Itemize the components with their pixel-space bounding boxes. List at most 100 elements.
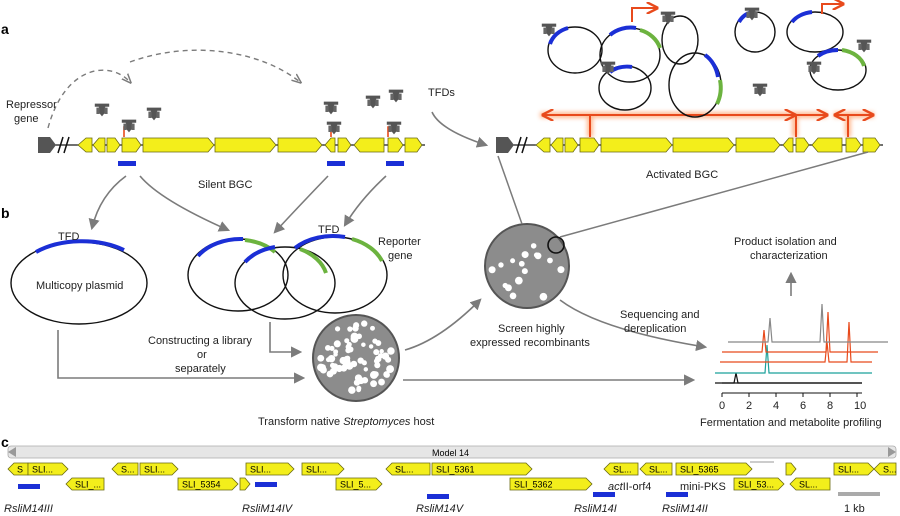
gene-label: SLI_5365 xyxy=(680,465,719,475)
gene-arrow xyxy=(65,477,105,491)
gene-label: SL... xyxy=(649,465,668,475)
colony xyxy=(539,292,548,301)
colony xyxy=(521,251,529,259)
colony xyxy=(324,344,331,351)
product-label-1: Product isolation and xyxy=(734,236,837,248)
arrow-to-library xyxy=(343,175,387,227)
colony xyxy=(327,354,336,363)
gene-label: SLI_5362 xyxy=(514,480,553,490)
gene-arrow xyxy=(111,462,139,476)
colony xyxy=(346,341,352,347)
transform-label: Transform native Streptomyces host xyxy=(258,416,434,428)
repressor-gene-arrow xyxy=(38,137,56,153)
repressor-icon xyxy=(94,103,110,117)
zoom-line xyxy=(497,155,523,225)
silent-bgc-label: Silent BGC xyxy=(198,179,252,191)
fermentation-label: Fermentation and metabolite profiling xyxy=(700,417,882,429)
colony xyxy=(361,360,367,366)
colony xyxy=(342,357,351,366)
colony xyxy=(340,364,348,372)
library-arrow xyxy=(269,322,303,358)
model-label: Model 14 xyxy=(432,448,469,458)
gene-label: SLI... xyxy=(32,465,53,475)
gene-arrow xyxy=(733,477,785,491)
plasmid-to-host-arrow xyxy=(57,330,306,384)
gene-arrow xyxy=(785,462,797,476)
reporter-gene-label-1: Reporter xyxy=(378,236,421,248)
tfd-label-right: TFD xyxy=(318,224,339,236)
gene-arrow xyxy=(139,462,179,476)
library-label-1: Constructing a library xyxy=(148,335,252,347)
tfd-bars-c xyxy=(18,482,880,499)
colony xyxy=(334,326,341,332)
gene-label: SLI_5361 xyxy=(436,465,475,475)
gene-label: S xyxy=(17,465,23,475)
dashed-arrow xyxy=(47,69,130,129)
gene-arrow xyxy=(833,462,875,476)
gene-arrow xyxy=(27,462,69,476)
scale-bar xyxy=(838,492,880,496)
tfd-bar xyxy=(327,161,345,166)
colony xyxy=(386,365,395,374)
panel-label-a: a xyxy=(1,21,9,37)
colony xyxy=(521,268,528,275)
tfd-bar xyxy=(386,161,404,166)
colony xyxy=(518,260,525,267)
colony xyxy=(379,349,384,354)
gene-label: S... xyxy=(883,465,897,475)
silent-bgc-track xyxy=(38,89,425,166)
colony xyxy=(509,292,517,300)
colony xyxy=(373,349,380,356)
gene-arrow xyxy=(873,462,897,476)
gene-label: SLI... xyxy=(306,465,327,475)
to-screen-arrow xyxy=(404,298,482,351)
colony xyxy=(356,387,362,393)
transform-plate xyxy=(312,314,400,402)
repressor-icon xyxy=(323,101,339,115)
colony xyxy=(347,326,353,332)
gene-arrow xyxy=(335,477,383,491)
axis-tick-label: 2 xyxy=(746,400,752,412)
actII-label: actII-orf4 xyxy=(608,481,651,493)
colony xyxy=(345,347,352,354)
colony xyxy=(348,386,356,394)
repressor-icon xyxy=(146,107,162,121)
repressor-icon xyxy=(388,89,404,103)
zoom-line xyxy=(559,151,869,238)
colony xyxy=(374,355,382,363)
colony xyxy=(333,340,341,348)
screen-label-2: expressed recombinants xyxy=(470,337,590,349)
tfd-label-c3: RsliM14V xyxy=(416,503,465,515)
sequencing-label-1: Sequencing and xyxy=(620,309,700,321)
gene-label: SLI_53... xyxy=(738,480,774,490)
colony xyxy=(374,362,381,369)
axis-tick-label: 6 xyxy=(800,400,806,412)
colony xyxy=(557,266,565,274)
reporter-plasmids xyxy=(187,233,388,320)
tfds-arrow xyxy=(431,111,489,148)
colony xyxy=(354,374,363,382)
gene-label: SLI_5354 xyxy=(182,480,221,490)
gene-label: SLI... xyxy=(838,465,859,475)
colony xyxy=(344,338,350,344)
activated-bgc-track xyxy=(496,115,883,154)
colony xyxy=(498,262,504,268)
gene-label: SLI... xyxy=(250,465,271,475)
colony xyxy=(488,266,496,274)
gene-arrow xyxy=(639,462,673,476)
gene-arrow xyxy=(431,462,533,476)
sequencing-label-2: dereplication xyxy=(624,323,686,335)
library-label-3: separately xyxy=(175,363,226,375)
colony xyxy=(333,352,338,357)
library-label-2: or xyxy=(197,349,207,361)
colony xyxy=(361,320,368,327)
axis-tick-label: 4 xyxy=(773,400,779,412)
panel-label-b: b xyxy=(1,205,10,221)
colony xyxy=(350,360,358,368)
colony xyxy=(370,325,375,331)
colony xyxy=(383,353,389,359)
colony xyxy=(514,276,523,285)
